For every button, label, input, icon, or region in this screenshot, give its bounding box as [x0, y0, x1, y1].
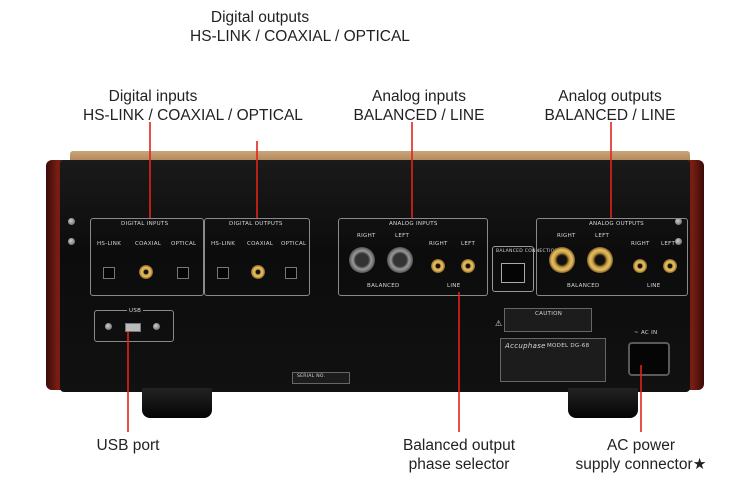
- left-label: LEFT: [395, 233, 410, 239]
- coaxial-label: COAXIAL: [135, 241, 162, 247]
- rear-chassis: DIGITAL INPUTS HS-LINK COAXIAL OPTICAL D…: [60, 160, 690, 392]
- callout-digital-inputs-line1: Digital inputs: [108, 88, 198, 105]
- balanced-output-right-jack[interactable]: [549, 247, 575, 273]
- model-label: MODEL DG-68: [547, 343, 590, 349]
- callout-analog-outputs: Analog outputs BALANCED / LINE: [540, 87, 680, 125]
- callout-ac-power: AC power supply connector★: [561, 436, 721, 474]
- line-label: LINE: [647, 283, 661, 289]
- screw-icon: [675, 238, 682, 245]
- caution-label: CAUTION: [535, 311, 563, 317]
- screw-icon: [68, 238, 75, 245]
- right-label: RIGHT: [429, 241, 448, 247]
- digital-inputs-section: DIGITAL INPUTS HS-LINK COAXIAL OPTICAL: [90, 218, 204, 296]
- serial-label: SERIAL NO.: [297, 374, 326, 379]
- analog-inputs-label: ANALOG INPUTS: [389, 221, 438, 227]
- coaxial-label: COAXIAL: [247, 241, 274, 247]
- right-label: RIGHT: [631, 241, 650, 247]
- balanced-input-right-jack[interactable]: [349, 247, 375, 273]
- right-foot: [568, 388, 638, 418]
- callout-digital-inputs: Digital inputs HS-LINK / COAXIAL / OPTIC…: [83, 87, 303, 125]
- brand-logo: Accuphase: [505, 342, 546, 350]
- callout-balanced-selector: Balanced output phase selector: [379, 436, 539, 474]
- hs-link-input-port[interactable]: [103, 267, 115, 279]
- balanced-connection-label: BALANCED CONNECTION: [496, 249, 559, 254]
- callout-usb-port-line1: USB port: [96, 437, 160, 454]
- phase-selector-switch[interactable]: [501, 263, 525, 283]
- digital-outputs-label: DIGITAL OUTPUTS: [229, 221, 283, 227]
- screw-icon: [153, 323, 160, 330]
- model-plate: Accuphase MODEL DG-68: [500, 338, 606, 382]
- screw-icon: [675, 218, 682, 225]
- right-label: RIGHT: [557, 233, 576, 239]
- hs-link-output-port[interactable]: [217, 267, 229, 279]
- analog-outputs-section: ANALOG OUTPUTS RIGHT LEFT RIGHT LEFT BAL…: [536, 218, 688, 296]
- callout-analog-inputs-line1: Analog inputs: [372, 88, 466, 105]
- line-input-left-jack[interactable]: [461, 259, 475, 273]
- optical-output-port[interactable]: [285, 267, 297, 279]
- line-output-right-jack[interactable]: [633, 259, 647, 273]
- callout-balanced-selector-line1: Balanced output: [402, 437, 516, 454]
- line-output-left-jack[interactable]: [663, 259, 677, 273]
- left-label: LEFT: [661, 241, 676, 247]
- usb-label: USB: [127, 308, 144, 314]
- ac-in-label: ~ AC IN: [634, 330, 658, 336]
- balanced-connection-selector-box: BALANCED CONNECTION: [492, 246, 558, 292]
- hs-link-label: HS-LINK: [97, 241, 122, 247]
- balanced-output-left-jack[interactable]: [587, 247, 613, 273]
- usb-section: USB: [94, 308, 174, 342]
- callout-analog-inputs-line2: BALANCED / LINE: [353, 107, 485, 124]
- caution-plate: CAUTION ⚠: [495, 308, 592, 332]
- coaxial-output-jack[interactable]: [251, 265, 265, 279]
- balanced-label: BALANCED: [567, 283, 600, 289]
- optical-label: OPTICAL: [171, 241, 197, 247]
- callout-analog-outputs-line1: Analog outputs: [558, 88, 662, 105]
- callout-ac-power-line1: AC power: [606, 437, 676, 454]
- warning-triangle-icon: ⚠: [495, 319, 503, 328]
- left-foot: [142, 388, 212, 418]
- right-label: RIGHT: [357, 233, 376, 239]
- digital-inputs-label: DIGITAL INPUTS: [121, 221, 169, 227]
- callout-digital-inputs-line2: HS-LINK / COAXIAL / OPTICAL: [83, 107, 303, 124]
- left-label: LEFT: [595, 233, 610, 239]
- callout-usb-port: USB port: [68, 436, 188, 455]
- usb-port[interactable]: [125, 323, 141, 332]
- coaxial-input-jack[interactable]: [139, 265, 153, 279]
- line-label: LINE: [447, 283, 461, 289]
- ac-inlet-connector[interactable]: [628, 342, 670, 376]
- digital-outputs-section: DIGITAL OUTPUTS HS-LINK COAXIAL OPTICAL: [204, 218, 310, 296]
- hs-link-label: HS-LINK: [211, 241, 236, 247]
- screw-icon: [105, 323, 112, 330]
- callout-digital-outputs: Digital outputs HS-LINK / COAXIAL / OPTI…: [190, 8, 410, 46]
- serial-plate: SERIAL NO.: [292, 372, 350, 384]
- line-input-right-jack[interactable]: [431, 259, 445, 273]
- analog-inputs-section: ANALOG INPUTS RIGHT LEFT RIGHT LEFT BALA…: [338, 218, 488, 296]
- callout-ac-power-line2: supply connector★: [575, 456, 707, 473]
- balanced-label: BALANCED: [367, 283, 400, 289]
- screw-icon: [68, 218, 75, 225]
- optical-label: OPTICAL: [281, 241, 307, 247]
- callout-analog-inputs: Analog inputs BALANCED / LINE: [349, 87, 489, 125]
- balanced-input-left-jack[interactable]: [387, 247, 413, 273]
- callout-digital-outputs-line2: HS-LINK / COAXIAL / OPTICAL: [190, 28, 410, 45]
- left-label: LEFT: [461, 241, 476, 247]
- callout-balanced-selector-line2: phase selector: [408, 456, 510, 473]
- callout-analog-outputs-line2: BALANCED / LINE: [544, 107, 676, 124]
- optical-input-port[interactable]: [177, 267, 189, 279]
- analog-outputs-label: ANALOG OUTPUTS: [589, 221, 644, 227]
- callout-digital-outputs-line1: Digital outputs: [210, 9, 310, 26]
